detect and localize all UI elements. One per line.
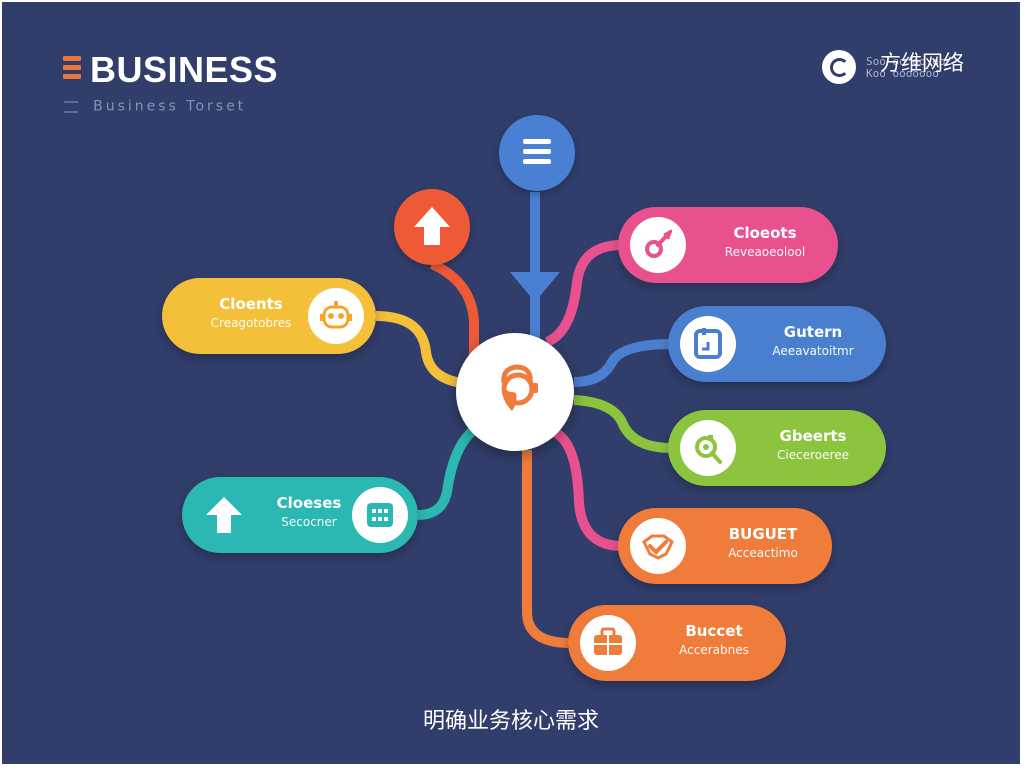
logo-subtitle: Business Torset (93, 98, 247, 115)
item-text-7: Buccet Accerabnes (648, 621, 780, 659)
brand-small-text: Soo oo oo oo Koo ooooooo (866, 55, 946, 80)
item-title-4: Gutern (783, 323, 843, 341)
item-subtitle-3: Reveaoeolool (724, 245, 806, 259)
logo-sub-icon (64, 100, 78, 113)
briefcase-icon (580, 615, 636, 671)
item-card-4[interactable]: Gutern Aeeavatoitmr (668, 306, 886, 382)
top-node-blue (499, 115, 575, 191)
item-text-1: Cloents Creagotobres (186, 294, 316, 332)
item-subtitle-1: Creagotobres (210, 316, 292, 330)
grid-icon (352, 487, 408, 543)
connector-yellow (375, 311, 473, 389)
connector-teal (417, 422, 481, 520)
item-subtitle-2: Secocner (281, 515, 337, 529)
central-hub (456, 333, 574, 451)
brand-logo-icon (822, 50, 856, 84)
arrow-up-icon (206, 497, 242, 533)
item-card-1[interactable]: Cloents Creagotobres (162, 278, 376, 354)
item-subtitle-4: Aeeavatoitmr (772, 344, 854, 358)
item-card-2[interactable]: Cloeses Secocner (182, 477, 418, 553)
item-title-5: Gbeerts (779, 427, 847, 445)
item-title-7: Buccet (685, 622, 743, 640)
robot-icon (308, 288, 364, 344)
item-text-3: Cloeots Reveaoeolool (698, 223, 832, 261)
connector-orange-long (522, 450, 569, 648)
top-node-red (394, 189, 470, 265)
arrow-up-icon (414, 207, 450, 245)
pen-icon (630, 217, 686, 273)
logo-mark-icon (63, 56, 81, 80)
item-text-4: Gutern Aeeavatoitmr (748, 322, 878, 360)
document-icon (680, 316, 736, 372)
item-title-3: Cloeots (733, 224, 797, 242)
item-subtitle-7: Accerabnes (679, 643, 749, 657)
item-title-1: Cloents (219, 295, 283, 313)
logo-title: BUSINESS (90, 49, 279, 90)
arrowhead-blue (510, 272, 560, 302)
item-text-2: Cloeses Secocner (244, 493, 374, 531)
connector-green (573, 395, 673, 453)
person-icon (680, 420, 736, 476)
brand-name: 方维网络 (880, 51, 964, 75)
item-card-6[interactable]: BUGUET Acceactimo (618, 508, 832, 584)
connector-pink (544, 240, 623, 347)
item-title-6: BUGUET (728, 525, 798, 543)
connector-red (429, 259, 479, 357)
caption: 明确业务核心需求 (422, 709, 599, 734)
item-card-3[interactable]: Cloeots Reveaoeolool (618, 207, 838, 283)
item-card-5[interactable]: Gbeerts Cieceroeree (668, 410, 886, 486)
item-subtitle-6: Acceactimo (728, 546, 798, 560)
item-text-5: Gbeerts Cieceroeree (748, 426, 878, 464)
logo-subtitle-row: Business Torset (64, 96, 246, 115)
connector-orange (551, 427, 623, 551)
handshake-icon (630, 518, 686, 574)
item-card-7[interactable]: Buccet Accerabnes (568, 605, 786, 681)
item-text-6: BUGUET Acceactimo (698, 524, 828, 562)
location-pin-icon (501, 364, 538, 411)
menu-icon (523, 139, 551, 164)
connector-blue-right (573, 339, 673, 387)
item-title-2: Cloeses (276, 494, 342, 512)
item-subtitle-5: Cieceroeree (777, 448, 849, 462)
